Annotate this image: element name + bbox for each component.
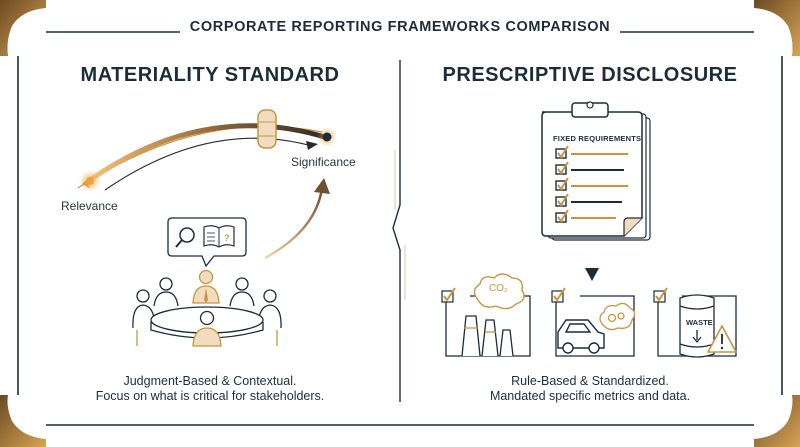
svg-text:?: ? xyxy=(224,233,230,243)
prescriptive-caption-line1: Rule-Based & Standardized. xyxy=(511,374,669,388)
person-front xyxy=(192,310,222,347)
prescriptive-caption-line2: Mandated specific metrics and data. xyxy=(489,389,691,403)
clipboard-icon xyxy=(541,101,651,241)
clipboard-heading: FIXED REQUIREMENTS xyxy=(553,134,642,143)
thought-bubble: ? xyxy=(167,217,247,268)
car-icon xyxy=(557,319,605,354)
prescriptive-heading: PRESCRIPTIVE DISCLOSURE xyxy=(442,64,738,86)
materiality-heading: MATERIALITY STANDARD xyxy=(80,64,340,86)
book-icon: ? xyxy=(203,225,235,248)
materiality-scale xyxy=(77,109,337,192)
metric-box-waste xyxy=(653,287,738,358)
person-right xyxy=(258,289,282,329)
person-back-left xyxy=(153,277,179,307)
corner-ornament-bottom-left xyxy=(0,395,46,447)
significance-label: Significance xyxy=(291,155,356,169)
outer-frame xyxy=(17,31,783,426)
person-leader xyxy=(192,269,220,304)
rising-curve-arrow xyxy=(264,178,330,260)
corner-ornament-bottom-right xyxy=(754,395,800,447)
factory-icon xyxy=(461,315,514,357)
arrow-down-icon xyxy=(585,242,599,281)
person-back-right xyxy=(229,277,255,307)
person-left xyxy=(132,289,155,329)
smoke-cloud-icon xyxy=(473,273,525,310)
center-divider xyxy=(392,60,406,402)
exhaust-cloud-icon xyxy=(599,302,636,331)
waste-label: WASTE xyxy=(686,318,713,327)
page-title: CORPORATE REPORTING FRAMEWORKS COMPARISO… xyxy=(189,19,611,35)
corner-ornament-top-right xyxy=(754,0,800,56)
relevance-label: Relevance xyxy=(61,199,118,213)
co2-label: CO₂ xyxy=(489,283,508,294)
materiality-caption-line2: Focus on what is critical for stakeholde… xyxy=(95,389,325,403)
magnifier-icon xyxy=(175,227,195,248)
materiality-caption-line1: Judgment-Based & Contextual. xyxy=(123,374,297,388)
warning-icon xyxy=(706,324,738,353)
metric-box-vehicle xyxy=(551,287,636,357)
metric-box-emissions xyxy=(441,273,531,357)
scale-slider-handle xyxy=(257,109,277,149)
corner-ornament-top-left xyxy=(0,0,46,56)
stakeholder-meeting xyxy=(132,269,282,347)
checklist xyxy=(555,145,628,223)
